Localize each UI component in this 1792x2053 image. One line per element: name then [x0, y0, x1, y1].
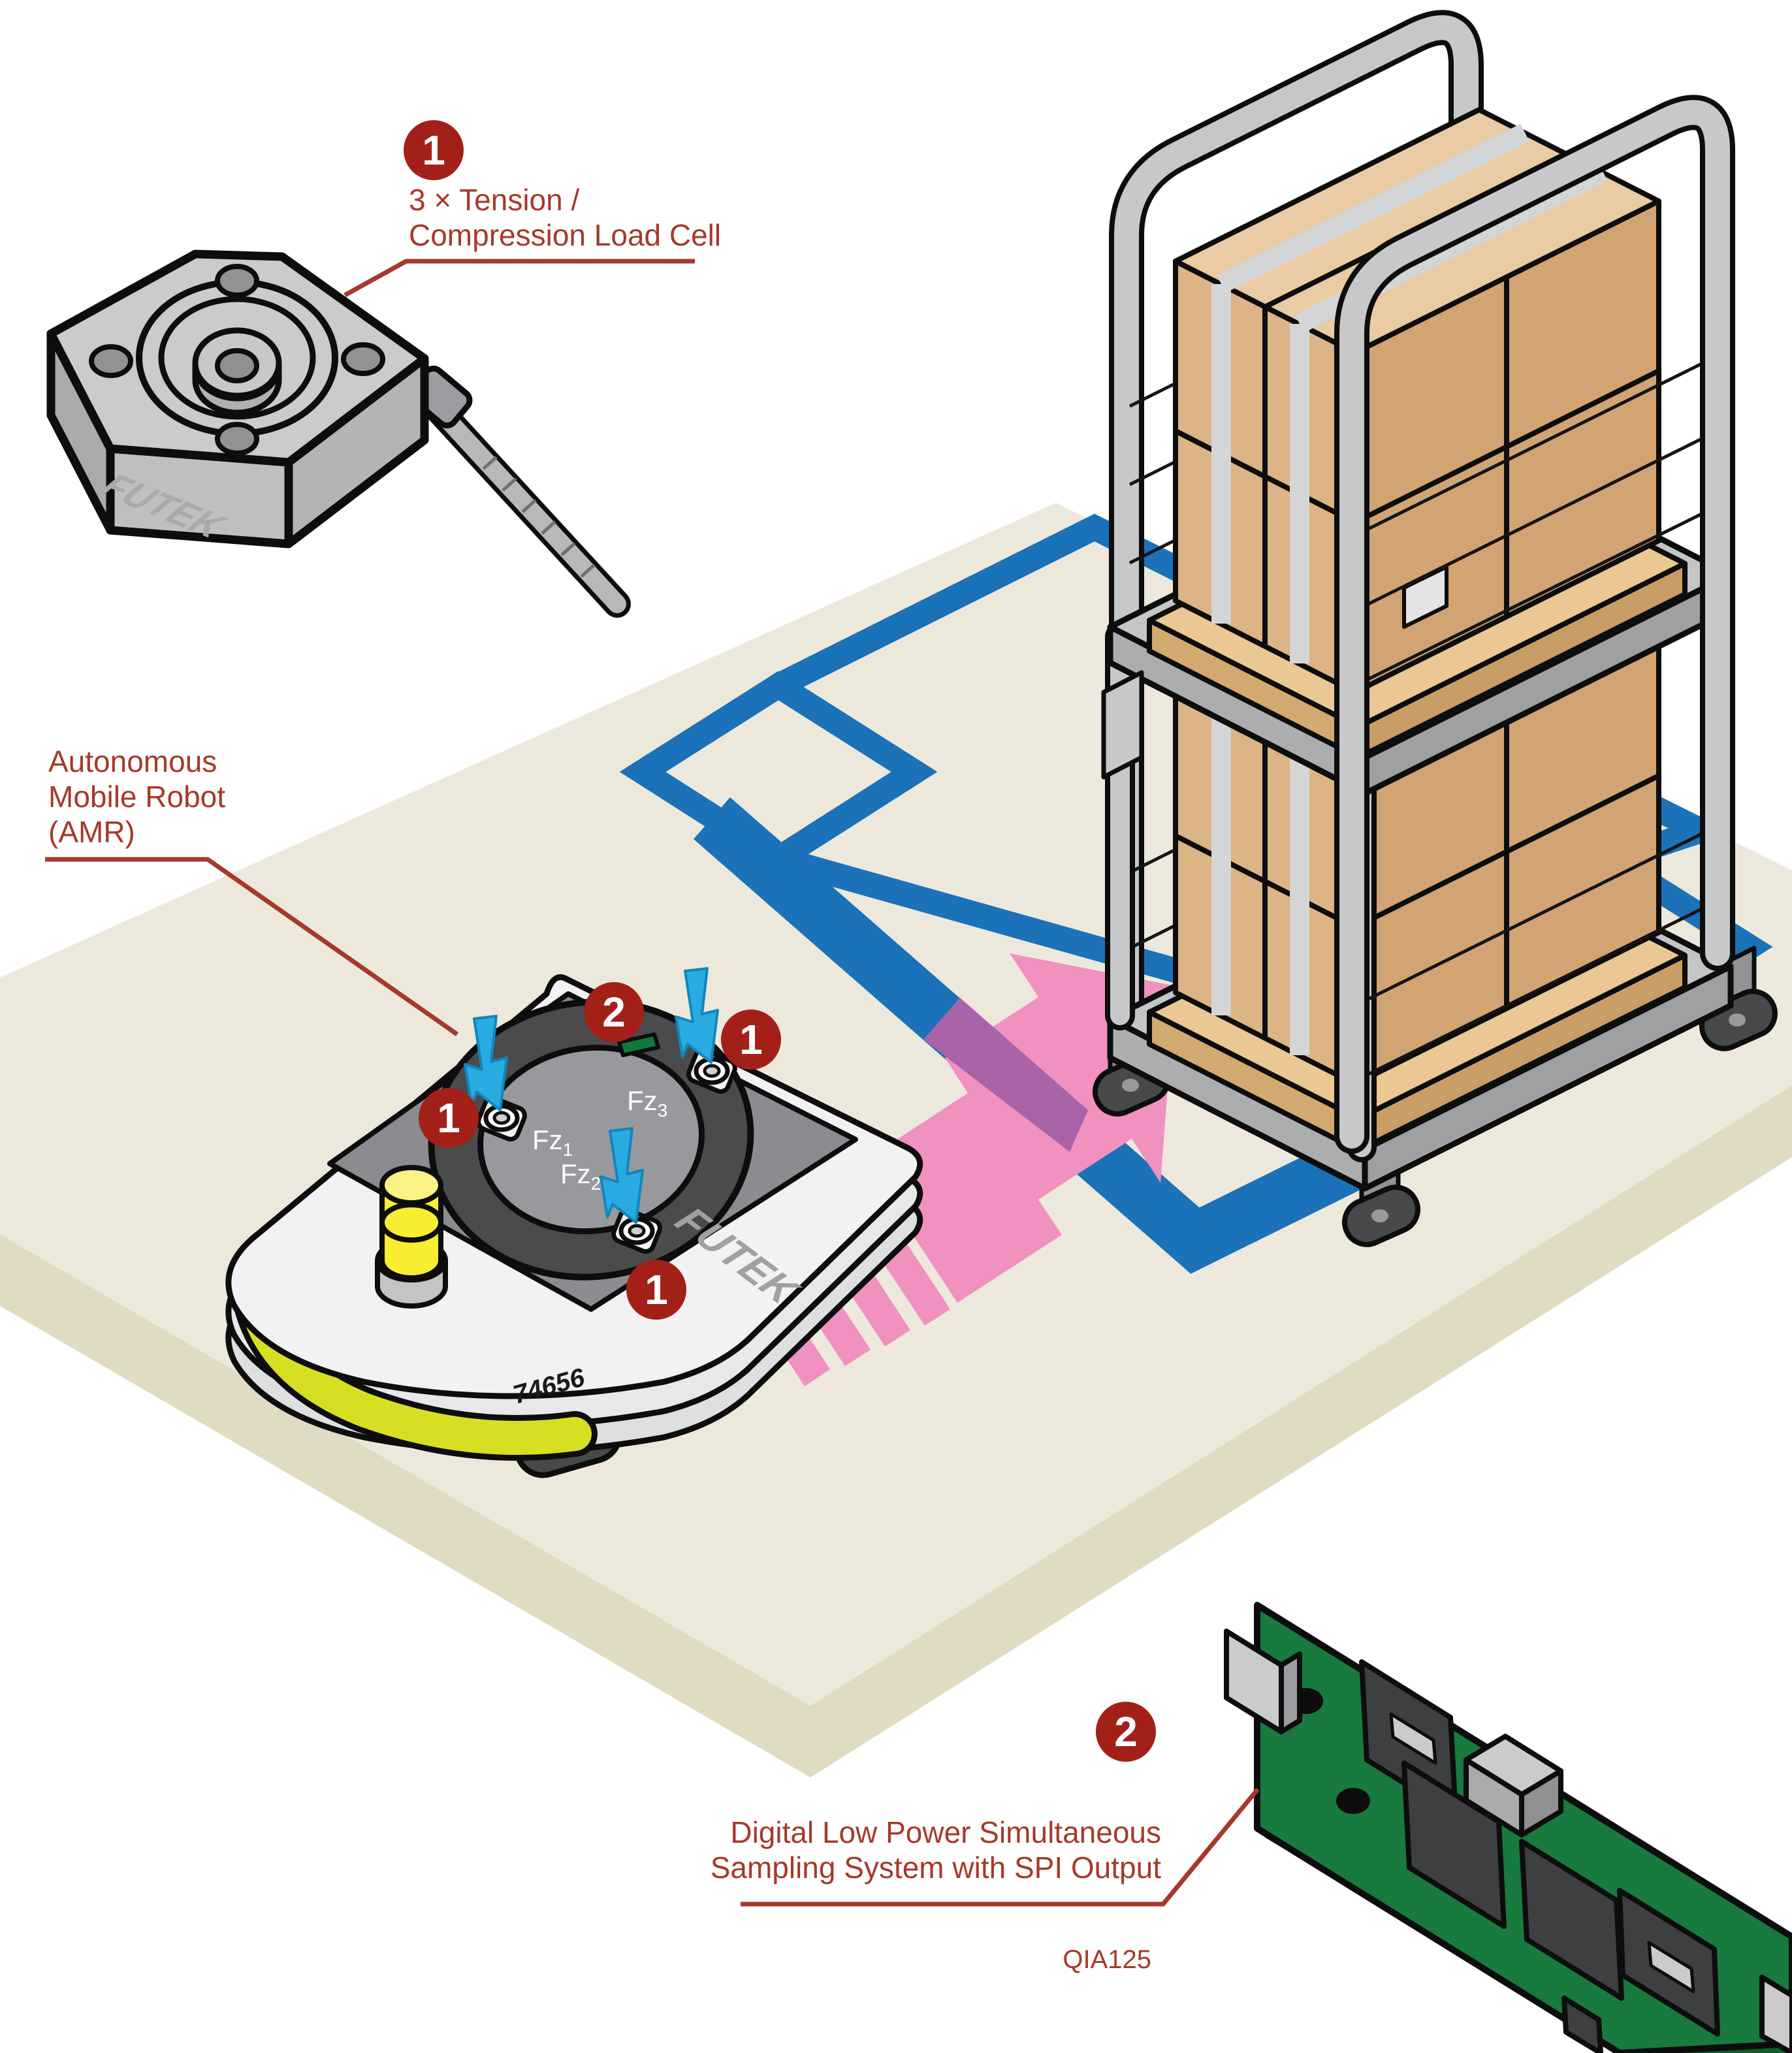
pcb-chip-c	[1519, 1839, 1624, 2001]
callouts: 1 3 × Tension / Compression Load Cell Au…	[45, 120, 1260, 1974]
force-arrow-fz3	[675, 967, 719, 1064]
label-daq-part-number: QIA125	[1063, 1945, 1151, 1974]
load-point-fz3	[675, 967, 737, 1094]
load-cell-cable	[408, 365, 631, 618]
label-load-cell-line1: 3 × Tension /	[409, 183, 580, 217]
svg-text:1: 1	[645, 1266, 668, 1313]
amr-robot: Fz1 Fz2 Fz3 FUTEK 74656	[225, 967, 923, 1478]
pcb-connector-right	[1759, 1975, 1792, 2053]
label-daq: Digital Low Power Simultaneous Sampling …	[711, 1815, 1162, 1974]
robot-badge-daq: 2	[584, 982, 644, 1042]
load-cell-device: FUTEK	[46, 249, 631, 618]
robot-badge-fz2: 1	[626, 1260, 686, 1320]
load-point-fz2	[600, 1127, 662, 1254]
label-amr: Autonomous Mobile Robot (AMR)	[48, 744, 225, 849]
svg-text:1: 1	[437, 1094, 460, 1141]
tape-arrow-overlap	[923, 998, 1088, 1152]
svg-text:2: 2	[1114, 1708, 1138, 1755]
label-daq-line2: Sampling System with SPI Output	[711, 1851, 1162, 1885]
cart-rear-loop-frame	[1109, 10, 1484, 1026]
robot-badge-fz1: 1	[419, 1088, 479, 1148]
svg-text:2: 2	[602, 989, 626, 1036]
force-arrow-fz1	[464, 1015, 508, 1111]
cart-front-mesh	[1354, 351, 1725, 1083]
leader-load-cell	[344, 259, 695, 298]
load-point-fz1	[464, 1015, 527, 1142]
load-cell-bolt-holes	[89, 264, 385, 456]
fz3-label: Fz3	[627, 1085, 667, 1121]
pallet-cage-cart	[1093, 10, 1778, 1247]
svg-text:1: 1	[739, 1016, 763, 1063]
robot-beacon-light	[375, 1165, 448, 1309]
cart-front-loop-frame	[1334, 95, 1735, 1154]
robot-status-led	[617, 1032, 660, 1057]
label-load-cell-line2: Compression Load Cell	[409, 218, 721, 252]
fz1-label: Fz1	[532, 1124, 573, 1160]
callout-badge-daq: 2	[1096, 1702, 1156, 1762]
callout-badge-load-cell: 1	[404, 120, 464, 180]
leader-daq	[741, 1787, 1260, 1907]
svg-text:1: 1	[422, 127, 445, 174]
daq-pcb	[1224, 1602, 1792, 2053]
cart-side-brace	[1101, 670, 1144, 780]
force-arrow-fz2	[600, 1127, 644, 1224]
leader-amr	[45, 857, 459, 1036]
motion-arrow-body	[864, 953, 1176, 1303]
fz2-label: Fz2	[560, 1158, 601, 1194]
pcb-chip-a-notch	[1389, 1712, 1437, 1765]
label-load-cell: 3 × Tension / Compression Load Cell	[409, 183, 721, 252]
label-daq-line1: Digital Low Power Simultaneous	[730, 1815, 1161, 1849]
pcb-chip-d-notch	[1647, 1941, 1695, 1994]
pcb-relay	[1464, 1734, 1563, 1838]
load-cell-center-hole	[215, 348, 259, 383]
robot-load-ring	[428, 998, 754, 1281]
label-amr-line2: Mobile Robot	[48, 780, 225, 814]
pcb-chip-small	[1561, 1996, 1603, 2053]
label-amr-line3: (AMR)	[48, 815, 135, 849]
label-amr-line1: Autonomous	[48, 744, 217, 778]
robot-badge-fz3: 1	[721, 1010, 781, 1070]
